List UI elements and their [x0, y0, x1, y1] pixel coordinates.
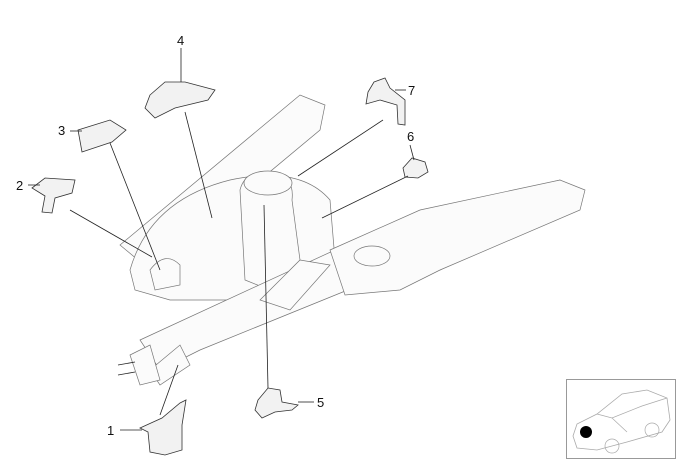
callout-4[interactable]: 4 [177, 33, 185, 48]
part-7-bracket [365, 77, 406, 126]
callout-5[interactable]: 5 [317, 395, 325, 410]
callout-3[interactable]: 3 [58, 123, 66, 138]
callout-2[interactable]: 2 [16, 178, 24, 193]
location-marker [580, 426, 592, 438]
front-frame-assembly [117, 94, 586, 386]
callout-6[interactable]: 6 [407, 129, 415, 144]
car-outline-icon [572, 389, 671, 454]
callout-1[interactable]: 1 [107, 423, 115, 438]
part-2-bracket [31, 177, 76, 214]
part-1-bracket [139, 399, 187, 456]
part-5-bracket [254, 387, 299, 419]
part-4-plate [144, 81, 216, 119]
vehicle-location-thumbnail [566, 379, 676, 459]
callout-7[interactable]: 7 [408, 83, 416, 98]
leader-lines [28, 48, 415, 431]
part-3-plate [77, 119, 127, 153]
part-6-clip [402, 157, 429, 179]
